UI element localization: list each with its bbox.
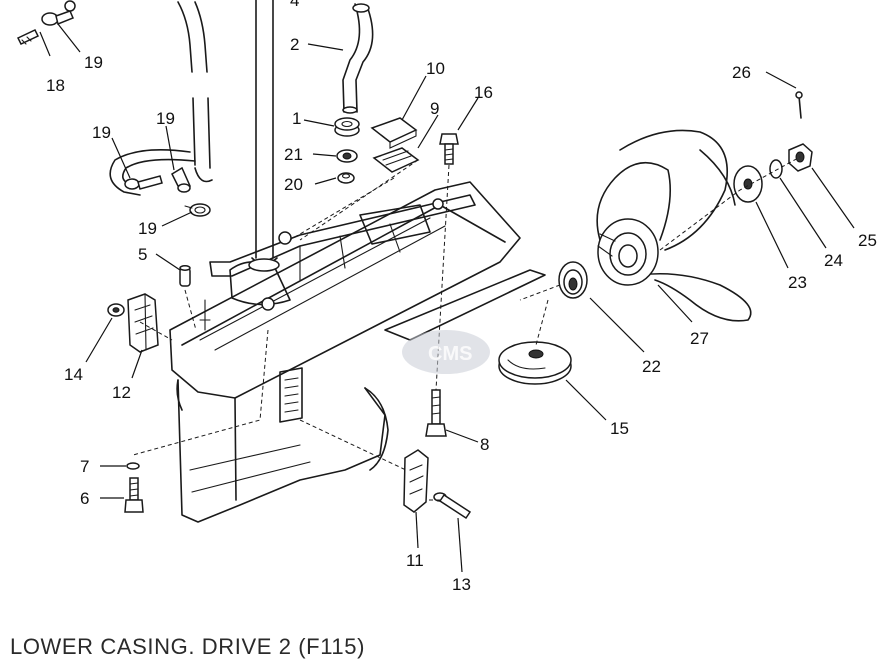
leader-lines: [39, 23, 855, 573]
callout-27: 27: [690, 329, 709, 348]
part-25-nut: [788, 143, 813, 172]
callout-1: 1: [292, 109, 301, 128]
part-26-cotter-pin: [795, 91, 803, 119]
callout-13: 13: [452, 575, 471, 594]
part-10-damper: [370, 117, 418, 149]
watermark-text: CMS: [428, 343, 472, 365]
callout-4: 4: [290, 0, 299, 10]
part-15-spacer-plate: [498, 341, 572, 385]
callout-11: 11: [406, 551, 424, 570]
part-19-clamp-right: [171, 166, 192, 193]
lower-casing: [169, 0, 546, 523]
part-2-pipe: [342, 3, 374, 114]
part-14-washer: [107, 303, 125, 317]
part-7-washer: [126, 462, 140, 470]
callout-16: 16: [474, 83, 493, 102]
callout-labels: 4 2 10 9 16 1 21 20 19 18 19 19 19 5 14 …: [46, 0, 877, 594]
part-27-propeller: [596, 129, 752, 322]
watermark-logo: CMS: [402, 330, 490, 374]
part-1-grommet: [334, 117, 360, 137]
callout-19-mid: 19: [156, 109, 175, 128]
callout-19-top: 19: [84, 53, 103, 72]
part-19-clamp-lower: [184, 203, 211, 217]
callout-18: 18: [46, 76, 65, 95]
callout-5: 5: [138, 245, 147, 264]
callout-25: 25: [858, 231, 877, 250]
callout-14: 14: [64, 365, 83, 384]
part-18-fitting: [16, 29, 40, 45]
part-23-washer: [733, 165, 763, 203]
part-20-seal: [337, 172, 355, 184]
water-inlet-grille: [279, 367, 303, 423]
callout-7: 7: [80, 457, 89, 476]
part-21-collar: [336, 149, 358, 163]
part-6-bolt: [124, 477, 144, 513]
callout-8: 8: [480, 435, 489, 454]
callout-24: 24: [824, 251, 843, 270]
callout-9: 9: [430, 99, 439, 118]
part-22-thrust-washer: [558, 261, 588, 299]
callout-10: 10: [426, 59, 445, 78]
callout-19-left: 19: [92, 123, 111, 142]
callout-22: 22: [642, 357, 661, 376]
part-16-bolt: [439, 133, 459, 165]
part-24-spacer: [769, 159, 783, 179]
part-19-clamp-top: [41, 0, 76, 26]
callout-20: 20: [284, 175, 303, 194]
callout-2: 2: [290, 35, 299, 54]
part-11-trim-tab: [403, 449, 429, 513]
callout-21: 21: [284, 145, 303, 164]
part-8-bolt: [425, 389, 447, 437]
callout-23: 23: [788, 273, 807, 292]
callout-12: 12: [112, 383, 131, 402]
part-13-bolt: [433, 492, 472, 520]
alignment-lines: [132, 156, 801, 501]
part-19-clamp-left: [124, 175, 163, 190]
callout-6: 6: [80, 489, 89, 508]
callout-15: 15: [610, 419, 629, 438]
callout-26: 26: [732, 63, 751, 82]
diagram-caption: LOWER CASING. DRIVE 2 (F115): [10, 634, 366, 659]
callout-19-lower: 19: [138, 219, 157, 238]
water-hose: [177, 1, 213, 183]
part-12-anode: [127, 293, 159, 353]
part-9-rubber: [372, 147, 420, 173]
part-5-dowel: [179, 265, 191, 287]
